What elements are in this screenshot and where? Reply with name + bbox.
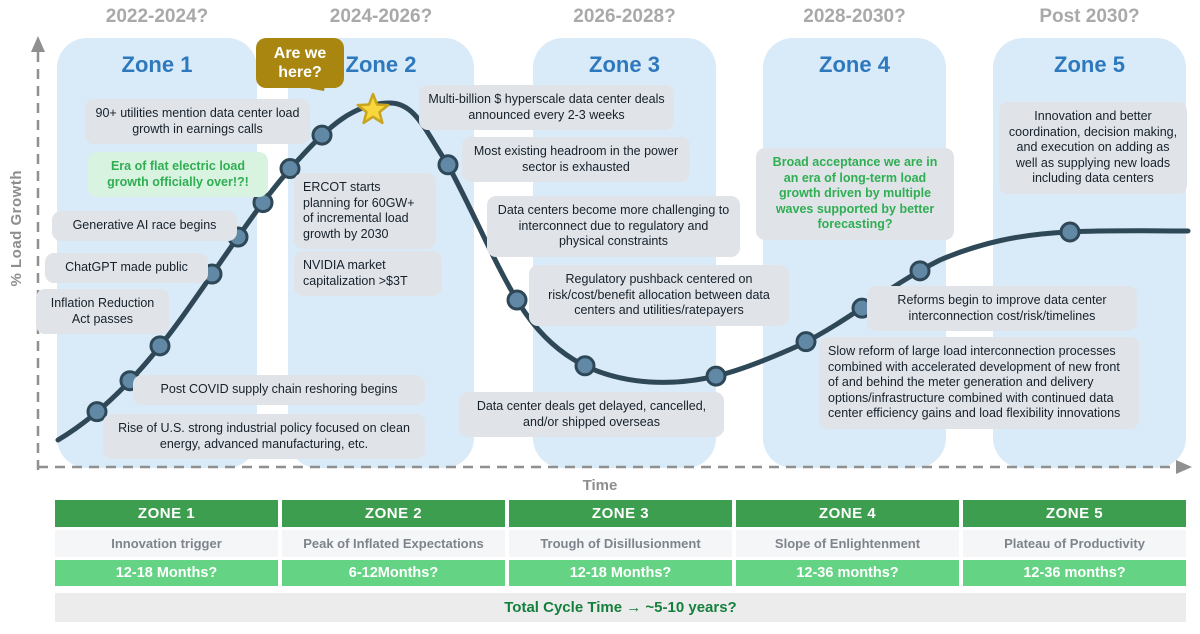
curve-dots bbox=[86, 124, 1081, 423]
note-reforms: Reforms begin to improve data center int… bbox=[867, 286, 1137, 331]
milestone-dot bbox=[506, 289, 528, 311]
milestone-dot bbox=[1059, 221, 1081, 243]
table-phase-zone4: Slope of Enlightenment bbox=[736, 530, 959, 557]
zone1-title: Zone 1 bbox=[121, 52, 193, 77]
x-axis-arrow bbox=[1176, 460, 1192, 474]
x-axis-label: Time bbox=[582, 477, 618, 494]
table-header-zone2: ZONE 2 bbox=[282, 500, 505, 527]
note-ercot: ERCOT starts planning for 60GW+ of incre… bbox=[294, 173, 436, 249]
milestone-dot bbox=[311, 124, 333, 146]
table-header-zone3: ZONE 3 bbox=[509, 500, 732, 527]
note-utilities: 90+ utilities mention data center load g… bbox=[85, 99, 310, 144]
timeline-label-3: 2026-2028? bbox=[573, 6, 676, 27]
note-chatgpt: ChatGPT made public bbox=[45, 253, 208, 283]
table-duration-zone5: 12-36 months? bbox=[963, 560, 1186, 586]
milestone-dot bbox=[149, 335, 171, 357]
note-interconnect: Data centers become more challenging to … bbox=[487, 196, 740, 257]
note-nvidia: NVIDIA market capitalization >$3T bbox=[294, 251, 442, 296]
current-position-star-icon bbox=[356, 92, 390, 125]
timeline-label-4: 2028-2030? bbox=[803, 6, 906, 27]
are-we-here-callout: Are we here? bbox=[256, 38, 344, 89]
milestone-dot bbox=[909, 260, 931, 282]
table-phase-zone1: Innovation trigger bbox=[55, 530, 278, 557]
table-header-zone5: ZONE 5 bbox=[963, 500, 1186, 527]
note-headroom: Most existing headroom in the power sect… bbox=[462, 137, 690, 182]
table-duration-zone3: 12-18 Months? bbox=[509, 560, 732, 586]
note-innovation: Innovation and better coordination, deci… bbox=[999, 102, 1187, 194]
note-generative-ai: Generative AI race begins bbox=[52, 211, 237, 241]
note-delayed: Data center deals get delayed, cancelled… bbox=[459, 392, 724, 437]
milestone-dot bbox=[279, 158, 301, 180]
timeline-label-1: 2022-2024? bbox=[105, 6, 209, 27]
zone5-title: Zone 5 bbox=[1054, 52, 1125, 77]
hype-curve-canvas bbox=[31, 36, 1192, 474]
milestone-dot bbox=[437, 154, 459, 176]
note-slow-reform: Slow reform of large load interconnectio… bbox=[819, 337, 1139, 429]
note-broad-acceptance: Broad acceptance we are in an era of lon… bbox=[756, 148, 954, 240]
table-phase-zone5: Plateau of Productivity bbox=[963, 530, 1186, 557]
note-ira: Inflation Reduction Act passes bbox=[36, 289, 169, 334]
timeline-label-5: Post 2030? bbox=[1039, 6, 1140, 27]
zone4-title: Zone 4 bbox=[819, 52, 890, 77]
zone3-title: Zone 3 bbox=[589, 52, 660, 77]
milestone-dot bbox=[574, 355, 596, 377]
y-axis-label: % Load Growth bbox=[8, 170, 25, 287]
y-axis-arrow bbox=[31, 36, 45, 52]
table-header-zone1: ZONE 1 bbox=[55, 500, 278, 527]
note-hyperscale: Multi-billion $ hyperscale data center d… bbox=[419, 85, 674, 130]
table-duration-zone2: 6-12Months? bbox=[282, 560, 505, 586]
table-phase-zone3: Trough of Disillusionment bbox=[509, 530, 732, 557]
table-duration-zone1: 12-18 Months? bbox=[55, 560, 278, 586]
table-header-zone4: ZONE 4 bbox=[736, 500, 959, 527]
table-phase-zone2: Peak of Inflated Expectations bbox=[282, 530, 505, 557]
note-pushback: Regulatory pushback centered on risk/cos… bbox=[529, 265, 789, 326]
milestone-dot bbox=[795, 331, 817, 353]
total-cycle-time: Total Cycle Time → ~5-10 years? bbox=[55, 593, 1186, 622]
note-industrial-policy: Rise of U.S. strong industrial policy fo… bbox=[103, 414, 425, 459]
milestone-dot bbox=[705, 365, 727, 387]
note-covid: Post COVID supply chain reshoring begins bbox=[133, 375, 425, 405]
table-duration-zone4: 12-36 months? bbox=[736, 560, 959, 586]
zone2-title: Zone 2 bbox=[345, 52, 417, 77]
timeline-label-2: 2024-2026? bbox=[329, 6, 433, 27]
note-era-flat: Era of flat electric load growth officia… bbox=[88, 152, 268, 197]
milestone-dot bbox=[86, 401, 108, 423]
zone-summary-table: ZONE 1 ZONE 2 ZONE 3 ZONE 4 ZONE 5 Innov… bbox=[55, 500, 1186, 586]
